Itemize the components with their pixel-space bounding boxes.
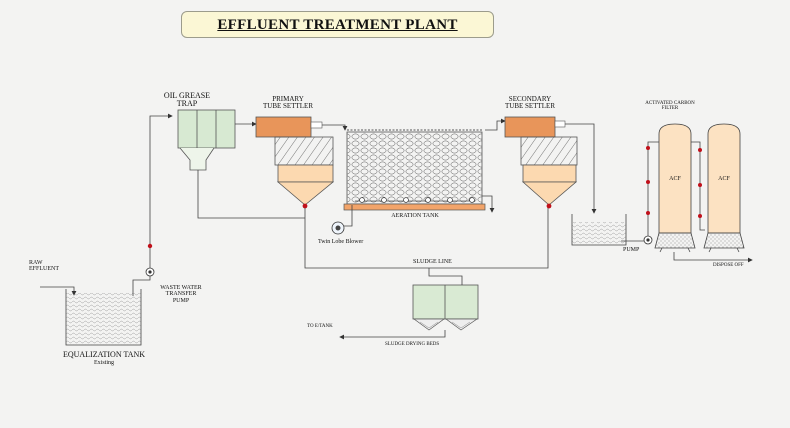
acf-transfer-line [691,141,705,231]
valve-icon [698,214,702,218]
dispose-off-label: DISPOSE OFF [713,263,744,268]
page-title: EFFLUENT TREATMENT PLANT [217,17,458,33]
primary-tube-settler-label: PRIMARY TUBE SETTLER [248,95,328,111]
sump-tank [571,214,627,246]
acf-1-label: ACF [669,176,681,182]
acf-label-line-1: ACTIVATED CARBON [645,101,695,106]
acf-2-label: ACF [718,176,730,182]
aeration-tank [343,129,486,211]
aeration-to-secondary-pipe [485,118,506,131]
sludge-drying-beds [412,284,479,331]
equalization-tank [65,289,142,346]
oil-grease-label-line-2: TRAP [176,99,198,109]
wwtp-label-line-3: PUMP [172,297,190,304]
filtrate-return-line [339,330,446,340]
wwtp-label-line-1: WASTE WATER [160,285,202,291]
valve-icon [646,146,650,150]
secondary-tube-settler [504,116,578,209]
dispose-off-line [673,252,753,263]
equalization-tank-label: EQUALIZATION TANK Existing [44,350,164,367]
acf-feed-pump [643,235,653,245]
trap-sludge-line [197,170,305,219]
equalization-tank-existing: Existing [93,360,114,367]
valve-icon [646,211,650,215]
secondary-tube-settler-label: SECONDARY TUBE SETTLER [490,95,570,111]
aeration-drain [482,195,495,213]
twin-lobe-blower-label: Twin Lobe Blower [318,239,364,245]
acf-feed-line [647,141,660,236]
primary-label-line-1: PRIMARY [272,95,304,103]
valve-icon [698,148,702,152]
to-e-tank-label: TO E/TANK [307,324,333,329]
raw-effluent-label-line-1: RAW [29,260,43,266]
oil-grease-trap-label: OIL GREASE TRAP [152,91,222,109]
wwtp-label-line-2: TRANSFER [165,291,197,298]
secondary-label-line-1: SECONDARY [508,95,552,103]
primary-tube-settler [255,116,335,209]
sludge-to-beds-line [428,268,463,285]
raw-effluent-inlet-pipe [40,286,77,296]
sludge-line-pipe [304,208,549,269]
secondary-label-line-2: TUBE SETTLER [505,102,555,111]
waste-water-transfer-pump-label: WASTE WATER TRANSFER PUMP [152,285,210,304]
oil-grease-label-line-1: OIL GREASE [163,91,211,100]
acf-label-line-2: FILTER [661,106,679,112]
sludge-drying-beds-label: SLUDGE DRYING BEDS [385,342,440,347]
aeration-tank-label: AERATION TANK [391,213,439,219]
pump-label: PUMP [623,247,640,253]
twin-lobe-blower [331,205,353,235]
equalization-tank-title: EQUALIZATION TANK [62,350,146,359]
transfer-pump [145,267,155,277]
activated-carbon-filter-2 [703,123,745,253]
sludge-line-label: SLUDGE LINE [413,259,452,265]
title-box: EFFLUENT TREATMENT PLANT [181,11,494,38]
primary-label-line-2: TUBE SETTLER [263,102,313,111]
raw-effluent-label: RAW EFFLUENT [29,260,59,273]
raw-effluent-label-line-2: EFFLUENT [29,266,59,273]
activated-carbon-filter-label: ACTIVATED CARBON FILTER [640,101,700,112]
activated-carbon-filter-1 [654,123,696,253]
valve-icon [698,183,702,187]
oil-grease-trap [177,109,236,171]
transfer-line [132,113,173,296]
valve-icon [646,180,650,184]
primary-to-aeration-pipe [322,124,348,131]
secondary-to-sump-pipe [565,123,597,214]
valve-icon [147,243,153,249]
